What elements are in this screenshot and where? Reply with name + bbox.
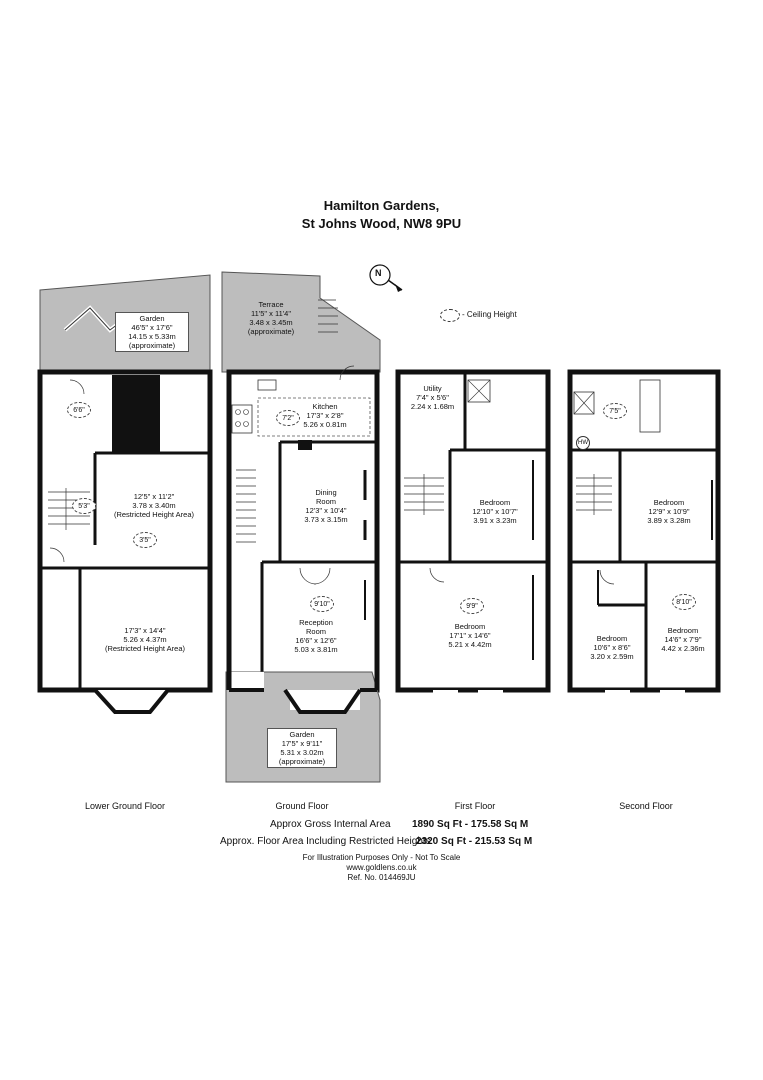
lg-front-room-label: 17'3" x 14'4" 5.26 x 4.37m (Restricted H… bbox=[104, 626, 186, 653]
footer-reference: Ref. No. 014469JU bbox=[347, 873, 416, 882]
ceiling-height-legend-label: - Ceiling Height bbox=[462, 310, 517, 319]
gross-area-value: 1890 Sq Ft - 175.58 Sq M bbox=[412, 819, 529, 830]
lg-void bbox=[112, 375, 160, 453]
floor-label-ground: Ground Floor bbox=[275, 801, 329, 811]
gross-area-label: Approx Gross Internal Area bbox=[270, 819, 391, 830]
compass-north-letter: N bbox=[375, 268, 382, 278]
g-dining-room-label: Dining Room 12'3" x 10'4" 3.73 x 3.15m bbox=[304, 488, 348, 524]
g-terrace-area bbox=[221, 271, 381, 373]
s-left-bedroom-label: Bedroom 10'6" x 8'6" 3.20 x 2.59m bbox=[590, 634, 634, 661]
g-kitchen-ceiling-height: 7'2" bbox=[276, 410, 300, 426]
f-rear-bedroom-label: Bedroom 12'10" x 10'7" 3.91 x 3.23m bbox=[472, 498, 518, 525]
s-rear-ceiling-height: 7'5" bbox=[603, 403, 627, 419]
lg-bay-window bbox=[93, 688, 170, 714]
lower-ground-floor-plan bbox=[37, 274, 213, 714]
second-floor-plan bbox=[567, 369, 721, 694]
s-right-bedroom-label: Bedroom 14'6" x 7'9" 4.42 x 2.36m bbox=[661, 626, 705, 653]
compass-rose bbox=[369, 264, 403, 292]
g-terrace-label: Terrace 11'5" x 11'4" 3.48 x 3.45m (appr… bbox=[247, 300, 295, 336]
ceiling-height-legend-icon bbox=[440, 309, 460, 322]
lg-stair-ceiling-height: 5'3" bbox=[72, 498, 96, 514]
lg-store-ceiling-height: 3'5" bbox=[133, 532, 157, 548]
lg-store-label: 12'5" x 11'2" 3.78 x 3.40m (Restricted H… bbox=[113, 492, 195, 519]
incl-area-value: 2320 Sq Ft - 215.53 Sq M bbox=[416, 836, 533, 847]
g-kitchen-label: Kitchen 17'3" x 2'8" 5.26 x 0.81m bbox=[303, 402, 347, 429]
first-floor-plan bbox=[395, 369, 551, 694]
s-right-ceiling-height: 8'10" bbox=[672, 594, 696, 610]
floor-label-first: First Floor bbox=[454, 801, 496, 811]
g-reception-ceiling-height: 9'10" bbox=[310, 596, 334, 612]
f-outer-wall bbox=[395, 369, 551, 693]
s-outer-wall bbox=[567, 369, 721, 693]
lg-rear-ceiling-height: 6'6" bbox=[67, 402, 91, 418]
floor-label-second: Second Floor bbox=[619, 801, 673, 811]
plan-title-line1: Hamilton Gardens, bbox=[323, 198, 440, 213]
incl-area-label: Approx. Floor Area Including Restricted … bbox=[220, 836, 431, 847]
hot-water-cylinder-icon: HW bbox=[576, 436, 590, 450]
f-front-ceiling-height: 9'9" bbox=[460, 598, 484, 614]
ground-floor-plan bbox=[221, 271, 381, 783]
f-utility-label: Utility 7'4" x 5'6" 2.24 x 1.68m bbox=[410, 384, 455, 411]
plan-title-line2: St Johns Wood, NW8 9PU bbox=[301, 216, 462, 231]
s-rear-bedroom-label: Bedroom 12'9" x 10'9" 3.89 x 3.28m bbox=[647, 498, 691, 525]
footer-website: www.goldlens.co.uk bbox=[346, 863, 417, 872]
g-front-garden-label: Garden 17'5" x 9'11" 5.31 x 3.02m (appro… bbox=[267, 728, 337, 768]
floor-label-lower-ground: Lower Ground Floor bbox=[84, 801, 166, 811]
lg-garden-label: Garden 46'5" x 17'6" 14.15 x 5.33m (appr… bbox=[115, 312, 189, 352]
g-reception-room-label: Reception Room 16'6" x 12'6" 5.03 x 3.81… bbox=[294, 618, 338, 654]
f-front-bedroom-label: Bedroom 17'1" x 14'6" 5.21 x 4.42m bbox=[448, 622, 492, 649]
footer-disclaimer: For Illustration Purposes Only - Not To … bbox=[302, 853, 461, 862]
